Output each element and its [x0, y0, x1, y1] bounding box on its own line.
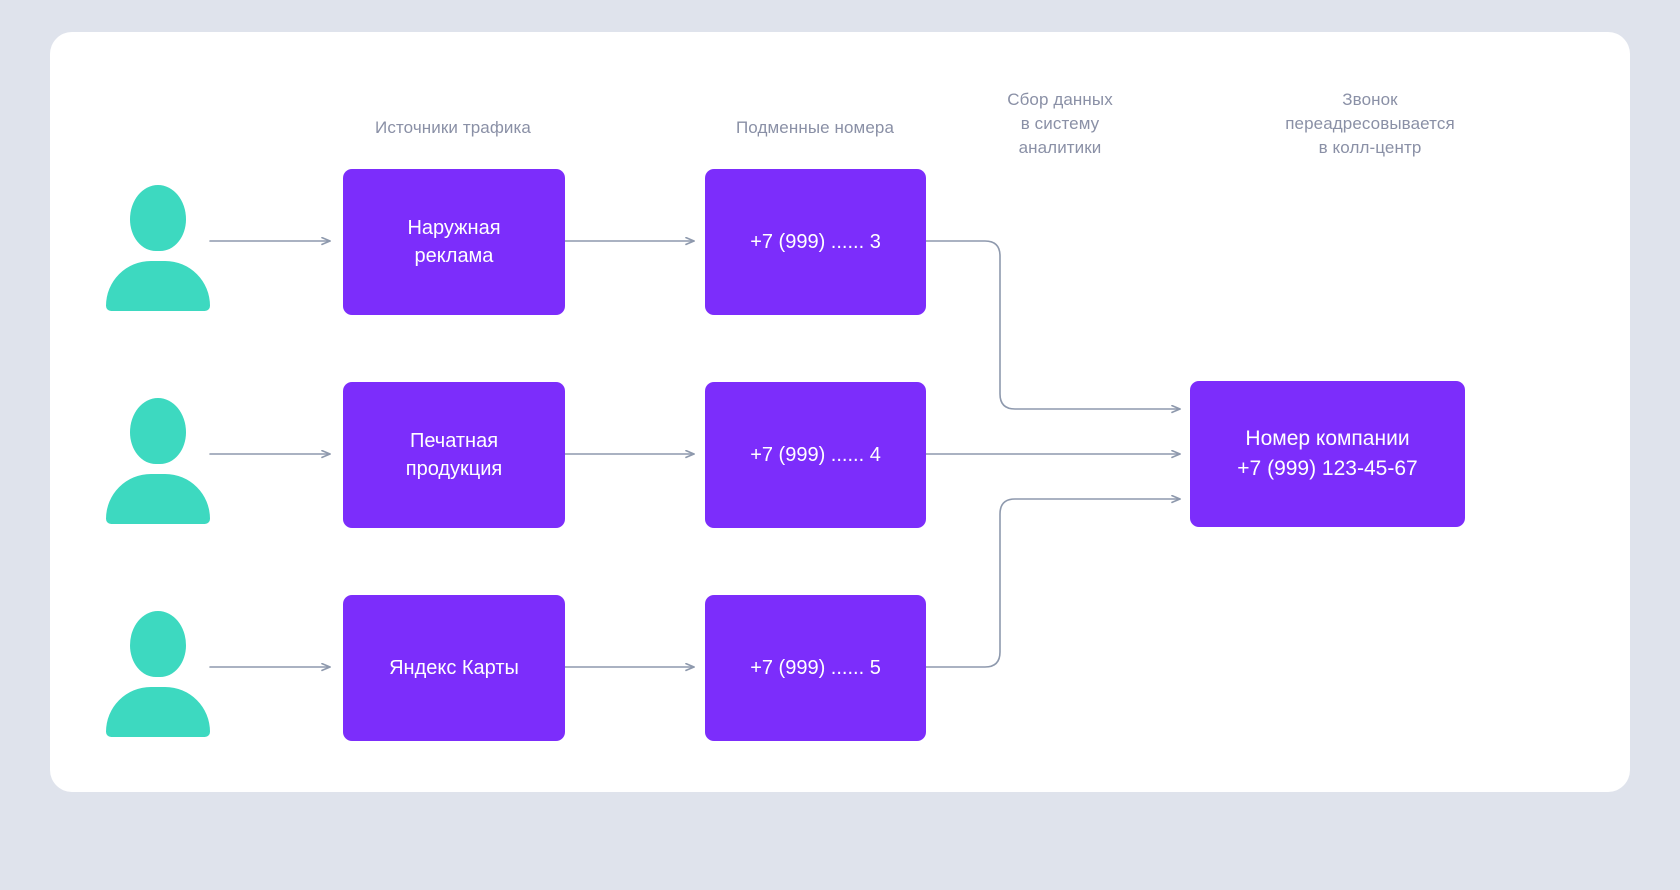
number-box-2[interactable]: +7 (999) ...... 4: [705, 382, 926, 528]
column-heading-analytics-collection: Сбор данных в систему аналитики: [1007, 90, 1113, 157]
person-head: [130, 398, 186, 464]
number-box-1[interactable]: +7 (999) ...... 3: [705, 169, 926, 315]
person-icon: [106, 185, 210, 311]
wire-number3-to-company: [925, 499, 1181, 668]
column-heading-traffic-sources: Источники трафика: [375, 118, 531, 137]
source-box-yandex-maps[interactable]: Яндекс Карты: [343, 595, 565, 741]
person-body: [106, 261, 210, 311]
person-icon: [106, 611, 210, 737]
person-head: [130, 185, 186, 251]
column-heading-call-forwarding: Звонок переадресовывается в колл-центр: [1285, 90, 1455, 157]
person-head: [130, 611, 186, 677]
person-body: [106, 474, 210, 524]
person-icon: [106, 398, 210, 524]
company-number-box[interactable]: Номер компании +7 (999) 123-45-67: [1190, 381, 1465, 527]
source-box-print-media[interactable]: Печатная продукция: [343, 382, 565, 528]
source-box-outdoor-ads[interactable]: Наружная реклама: [343, 169, 565, 315]
column-heading-substitute-numbers: Подменные номера: [735, 118, 895, 137]
person-body: [106, 687, 210, 737]
number-box-3[interactable]: +7 (999) ...... 5: [705, 595, 926, 741]
wire-number1-to-company: [925, 240, 1181, 409]
